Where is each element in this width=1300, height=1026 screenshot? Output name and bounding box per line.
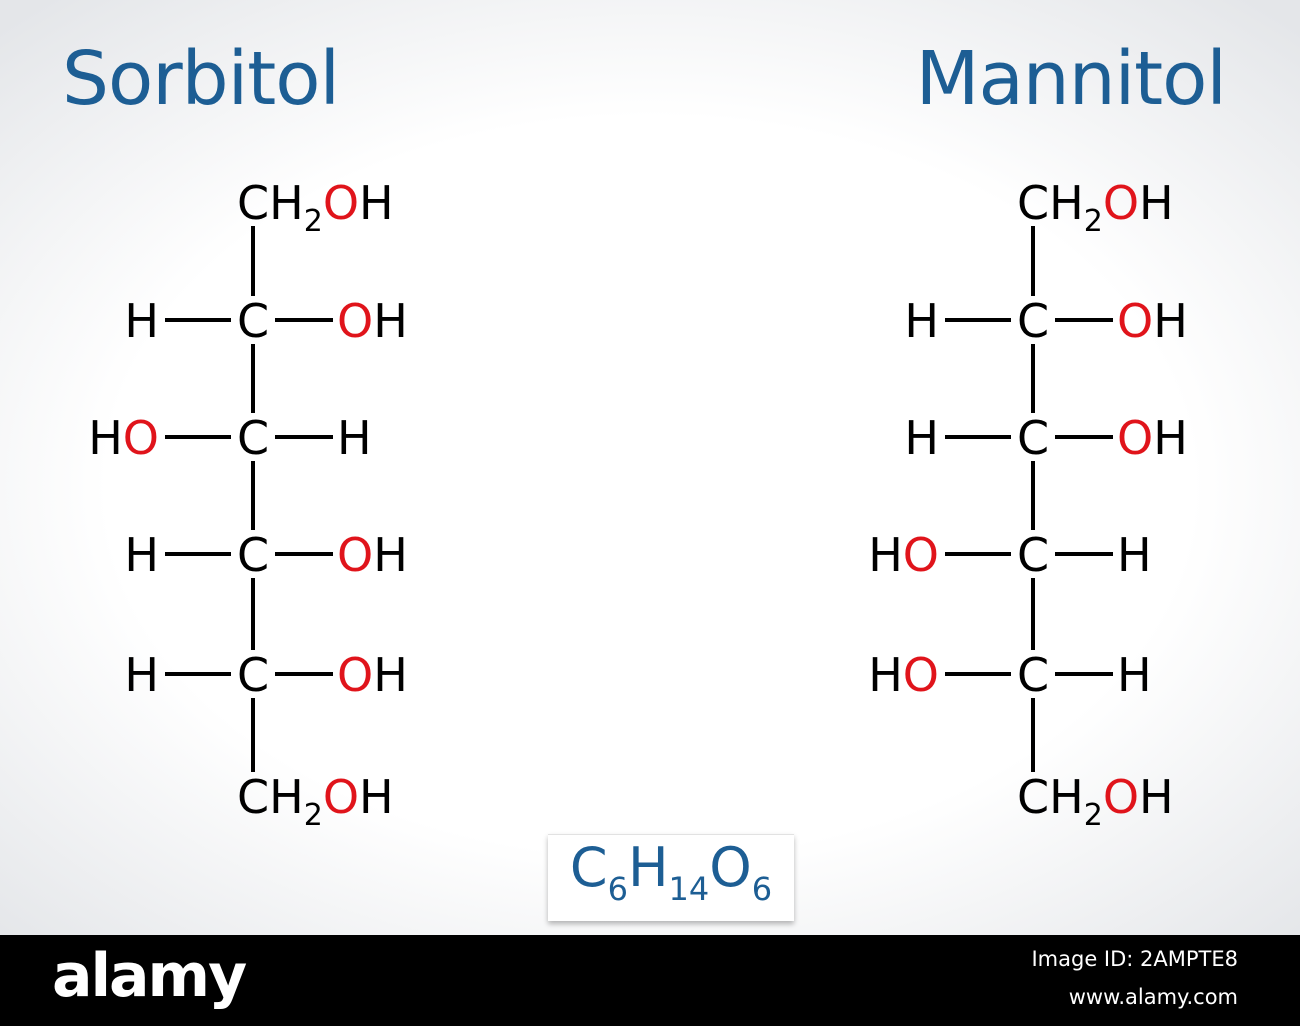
mannitol-right-substituent: OH (1117, 411, 1188, 465)
mannitol-left-substituent: HO (868, 528, 939, 582)
sorbitol-left-substituent: H (124, 528, 159, 582)
formula-oxygen-count: 6 (751, 870, 773, 908)
formula-carbon-count: 6 (607, 870, 628, 908)
formula-carbon: C (569, 836, 608, 899)
molecular-formula-box: C6H14O6 (548, 834, 794, 921)
sorbitol-right-substituent: OH (337, 648, 408, 702)
mannitol-left-substituent: H (904, 294, 939, 348)
title-sorbitol: Sorbitol (62, 36, 340, 122)
formula-hydrogen: H (627, 836, 669, 899)
sorbitol-bottom-group: CH2OH (237, 770, 394, 833)
sorbitol-left-substituent: HO (88, 411, 159, 465)
mannitol-carbon: C (1017, 648, 1049, 702)
background-panel (0, 0, 1300, 935)
title-mannitol: Mannitol (915, 36, 1227, 122)
sorbitol-carbon: C (237, 294, 269, 348)
sorbitol-right-substituent: H (337, 411, 372, 465)
mannitol-left-substituent: HO (868, 648, 939, 702)
formula-hydrogen-count: 14 (668, 870, 710, 908)
sorbitol-right-substituent: OH (337, 294, 408, 348)
mannitol-left-substituent: H (904, 411, 939, 465)
image-id-text: Image ID: 2AMPTE8 (1031, 947, 1238, 971)
mannitol-top-group: CH2OH (1017, 176, 1174, 239)
site-url: www.alamy.com (1068, 985, 1238, 1009)
mannitol-carbon: C (1017, 294, 1049, 348)
sorbitol-left-substituent: H (124, 294, 159, 348)
formula-oxygen: O (709, 836, 752, 899)
mannitol-bottom-group: CH2OH (1017, 770, 1174, 833)
mannitol-carbon: C (1017, 411, 1049, 465)
sorbitol-right-substituent: OH (337, 528, 408, 582)
sorbitol-carbon: C (237, 411, 269, 465)
brand-logo: alamy (52, 941, 247, 1011)
sorbitol-top-group: CH2OH (237, 176, 394, 239)
molecular-formula: C6H14O6 (548, 841, 794, 908)
mannitol-right-substituent: H (1117, 528, 1152, 582)
sorbitol-carbon: C (237, 648, 269, 702)
mannitol-right-substituent: OH (1117, 294, 1188, 348)
mannitol-right-substituent: H (1117, 648, 1152, 702)
sorbitol-left-substituent: H (124, 648, 159, 702)
footer-bar: alamy Image ID: 2AMPTE8 www.alamy.com (0, 935, 1300, 1026)
sorbitol-carbon: C (237, 528, 269, 582)
mannitol-carbon: C (1017, 528, 1049, 582)
